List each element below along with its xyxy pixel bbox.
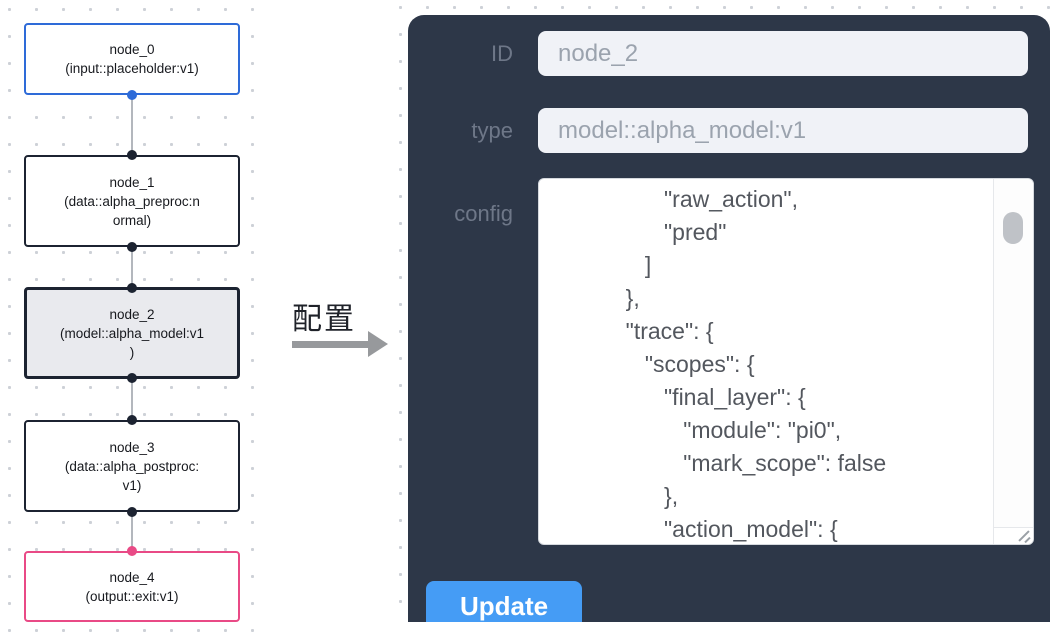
flow-canvas: node_0 (input::placeholder:v1) node_1 (d… (0, 0, 265, 643)
edge-node3-node4 (131, 512, 133, 551)
edge-node1-node2 (131, 247, 133, 287)
config-field-label: config (454, 201, 513, 226)
source-handle[interactable] (127, 242, 137, 252)
node-subtitle: ) (129, 344, 135, 360)
config-json-text: "raw_action", "pred" ] }, "trace": { "sc… (625, 186, 887, 542)
update-button[interactable]: Update (426, 581, 582, 622)
flow-node-node_1[interactable]: node_1 (data::alpha_preproc:n ormal) (24, 150, 240, 252)
node-subtitle: (output::exit:v1) (85, 588, 179, 604)
node-subtitle: (input::placeholder:v1) (65, 61, 199, 76)
node-title: node_4 (109, 569, 155, 585)
scrollbar-thumb[interactable] (1003, 212, 1023, 244)
flow-node-node_0[interactable]: node_0 (input::placeholder:v1) (24, 23, 240, 100)
edge-node0-node1 (131, 95, 133, 155)
target-handle[interactable] (127, 150, 137, 160)
source-handle[interactable] (127, 90, 137, 100)
node-config-panel: ID type config "raw_action", "pred" ] },… (408, 15, 1050, 622)
type-field-label: type (471, 118, 513, 143)
config-textarea[interactable]: "raw_action", "pred" ] }, "trace": { "sc… (538, 178, 1034, 545)
edge-node2-node3 (131, 379, 133, 420)
target-handle[interactable] (127, 283, 137, 293)
node-subtitle: v1) (122, 477, 142, 493)
target-handle[interactable] (127, 415, 137, 425)
node-subtitle: (data::alpha_preproc:n (64, 193, 200, 209)
id-field-label: ID (491, 41, 513, 66)
right-arrow-icon (292, 341, 368, 348)
flow-node-node_3[interactable]: node_3 (data::alpha_postproc: v1) (24, 415, 240, 517)
type-input[interactable] (538, 108, 1028, 153)
node-subtitle: ormal) (112, 212, 152, 228)
source-handle[interactable] (127, 373, 137, 383)
config-annotation-label: 配置 (292, 303, 356, 336)
node-subtitle: (data::alpha_postproc: (64, 458, 200, 474)
node-title: node_1 (109, 174, 155, 190)
resize-handle-icon[interactable] (993, 527, 1033, 544)
flow-node-node_2-selected[interactable]: node_2 (model::alpha_model:v1 ) (24, 283, 240, 383)
target-handle[interactable] (127, 546, 137, 556)
node-title: node_0 (109, 42, 155, 57)
node-title: node_3 (109, 439, 155, 455)
id-input[interactable] (538, 31, 1028, 76)
source-handle[interactable] (127, 507, 137, 517)
flow-node-node_4[interactable]: node_4 (output::exit:v1) (24, 546, 240, 622)
config-panel-area: ID type config "raw_action", "pred" ] },… (393, 0, 1062, 622)
right-arrow-head-icon (368, 331, 388, 357)
node-title: node_2 (109, 306, 155, 322)
node-subtitle: (model::alpha_model:v1 (59, 325, 205, 341)
scrollbar-track[interactable] (993, 179, 1033, 527)
